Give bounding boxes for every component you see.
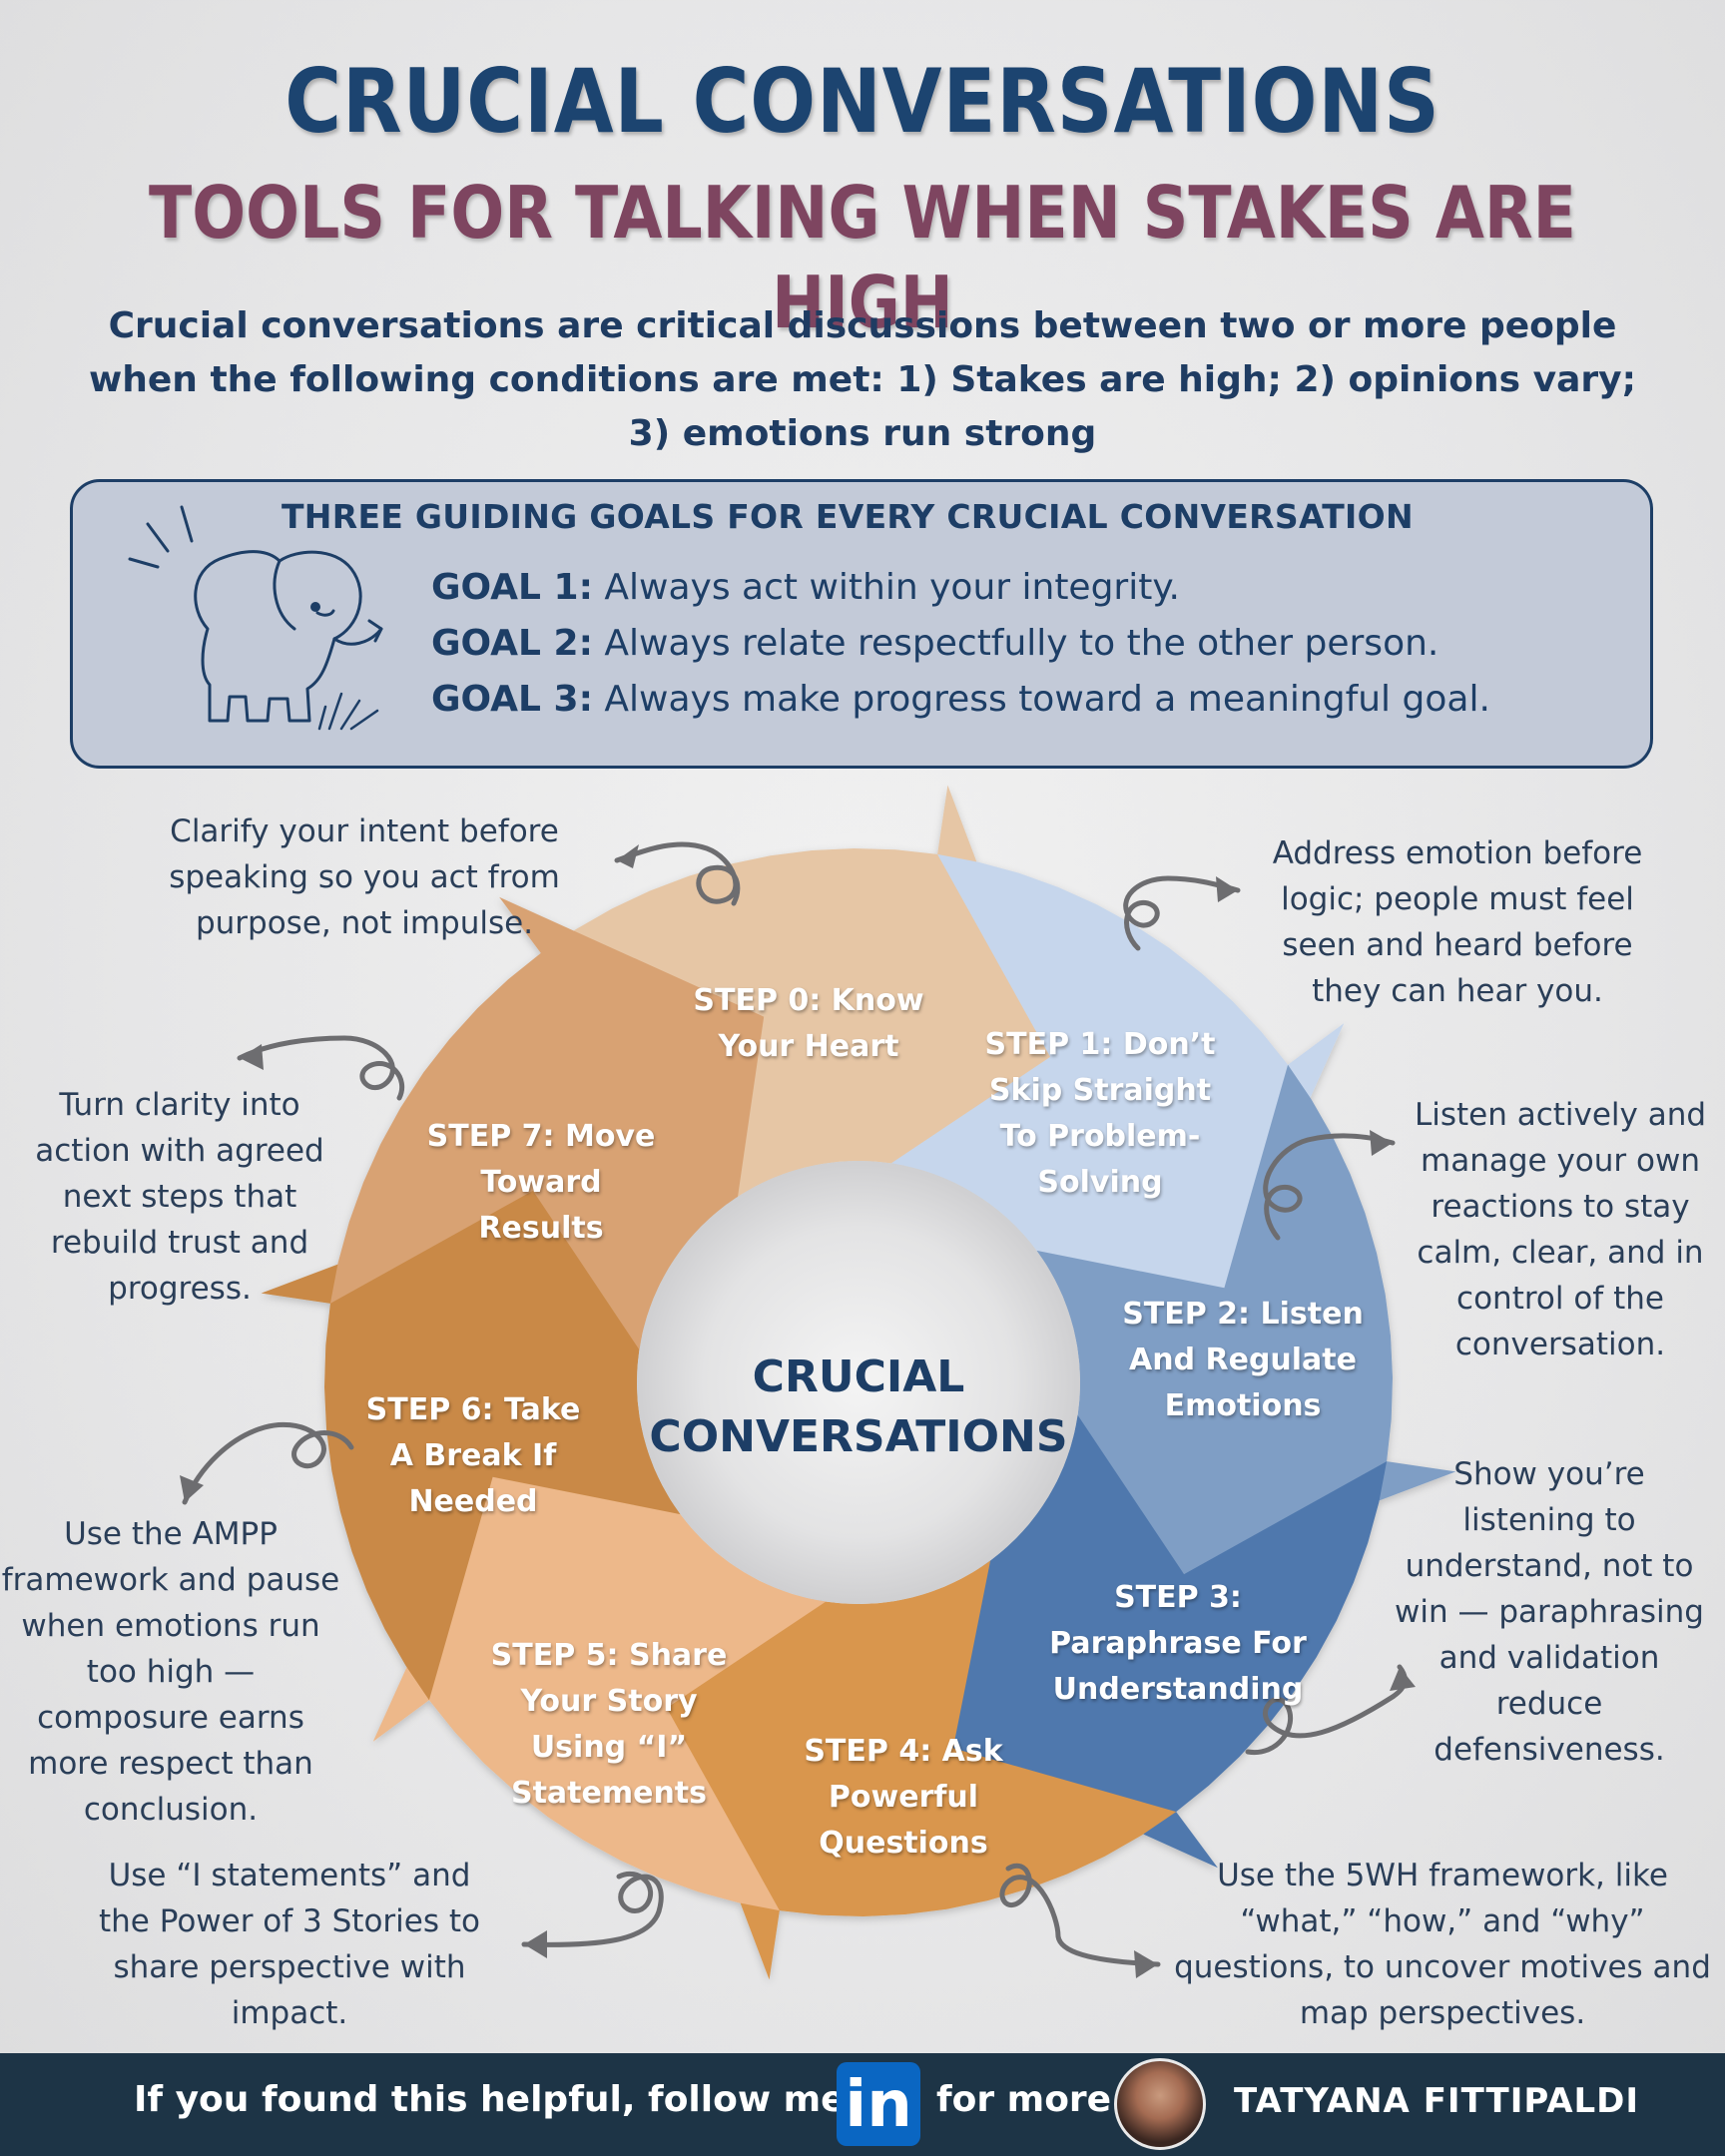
curly-arrow-icon (614, 841, 741, 906)
step-2-note: Listen actively and manage your own reac… (1414, 1097, 1707, 1362)
cycle-segment-step-1 (890, 853, 1345, 1289)
curly-arrow-icon (1245, 1664, 1408, 1755)
intro-text: Crucial conversations are critical discu… (89, 305, 1636, 454)
cycle-diagram (180, 785, 1456, 1980)
curly-arrow-icon (521, 1871, 664, 1947)
goal-label: GOAL 1: (431, 567, 593, 608)
goals-heading: THREE GUIDING GOALS FOR EVERY CRUCIAL CO… (282, 497, 1414, 536)
goal-text: Always make progress toward a meaningful… (604, 679, 1490, 720)
step-5-label: STEP 5: Share Your Story Using “I” State… (490, 1638, 728, 1811)
step-6-note: Use the AMPP framework and pause when em… (1, 1516, 340, 1828)
page-title: CRUCIAL CONVERSATIONS (285, 50, 1440, 153)
curly-arrow-icon (999, 1863, 1161, 1967)
step-4-label: STEP 4: Ask Powerful Questions (804, 1734, 1003, 1861)
cycle-segment-step-4 (666, 1560, 1177, 1980)
linkedin-icon[interactable]: in (837, 2062, 920, 2146)
goal-3: GOAL 3: Always make progress toward a me… (431, 679, 1629, 720)
author-name: TATYANA FITTIPALDI (1234, 2081, 1640, 2121)
avatar (1114, 2058, 1206, 2150)
goal-text: Always relate respectfully to the other … (604, 623, 1439, 664)
footer-cta: If you found this helpful, follow me on (134, 2079, 908, 2120)
goal-1: GOAL 1: Always act within your integrity… (431, 567, 1629, 608)
cycle-segment-step-3 (952, 1414, 1388, 1869)
footer-more: for more (936, 2079, 1112, 2120)
step-0-label: STEP 0: Know Your Heart (693, 983, 924, 1064)
step-1-note: Address emotion before logic; people mus… (1272, 835, 1643, 1009)
step-7-label: STEP 7: Move Toward Results (426, 1119, 656, 1246)
step-7-note: Turn clarity into action with agreed nex… (35, 1087, 324, 1307)
goal-text: Always act within your integrity. (604, 567, 1180, 608)
curly-arrow-icon (1263, 1133, 1396, 1241)
cycle-segment-step-0 (540, 785, 1051, 1205)
cycle-segment-step-2 (1036, 1064, 1456, 1575)
step-3-label: STEP 3: Paraphrase For Understanding (1049, 1580, 1307, 1707)
curly-arrow-icon (1123, 875, 1241, 951)
goal-label: GOAL 2: (431, 623, 593, 664)
step-2-label: STEP 2: Listen And Regulate Emotions (1122, 1297, 1364, 1423)
step-3-note: Show you’re listening to understand, not… (1395, 1456, 1704, 1768)
cycle-hub (637, 1161, 1080, 1604)
page-subtitle: TOOLS FOR TALKING WHEN STAKES ARE HIGH (149, 171, 1576, 344)
step-1-label: STEP 1: Don’t Skip Straight To Problem-S… (984, 1027, 1216, 1200)
goals-panel (70, 479, 1653, 769)
curly-arrow-icon (182, 1421, 354, 1505)
cycle-center-label: CRUCIAL CONVERSATIONS (649, 1351, 1068, 1462)
step-5-note: Use “I statements” and the Power of 3 St… (99, 1858, 480, 2031)
step-0-note: Clarify your intent before speaking so y… (169, 813, 560, 941)
cycle-segment-step-7 (329, 896, 765, 1350)
goal-2: GOAL 2: Always relate respectfully to th… (431, 623, 1629, 664)
cycle-segment-step-6 (261, 1190, 681, 1701)
curly-arrow-icon (237, 1035, 405, 1101)
cycle-segment-step-5 (372, 1476, 827, 1911)
step-4-note: Use the 5WH framework, like “what,” “how… (1174, 1858, 1711, 2031)
step-6-label: STEP 6: Take A Break If Needed (365, 1392, 581, 1519)
elephant-icon (128, 505, 383, 731)
goal-label: GOAL 3: (431, 679, 593, 720)
